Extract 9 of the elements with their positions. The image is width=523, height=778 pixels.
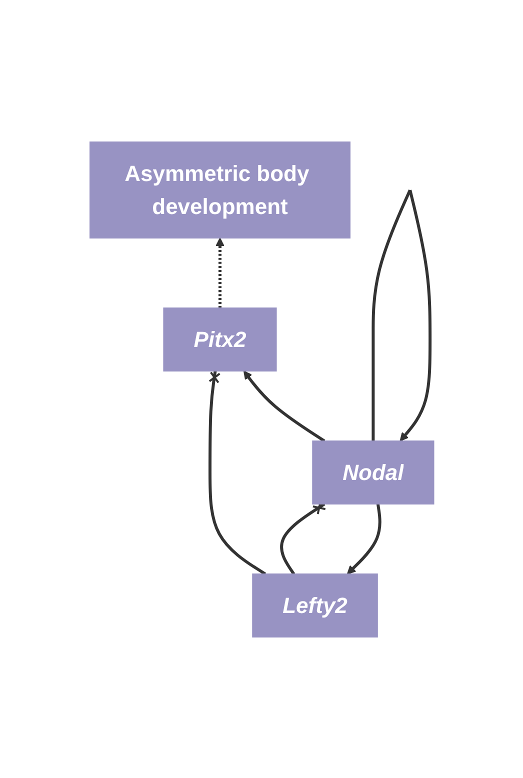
- arrow: [215, 237, 224, 308]
- arrow: [371, 188, 432, 441]
- arrow: [346, 503, 381, 574]
- arrow: [243, 370, 325, 442]
- node-box: Nodal: [312, 440, 434, 504]
- node-box: Pitx2: [162, 307, 276, 371]
- node-box: Lefty2: [252, 572, 378, 637]
- connector: [208, 370, 266, 575]
- node-box: Asymmetric body development: [89, 141, 350, 238]
